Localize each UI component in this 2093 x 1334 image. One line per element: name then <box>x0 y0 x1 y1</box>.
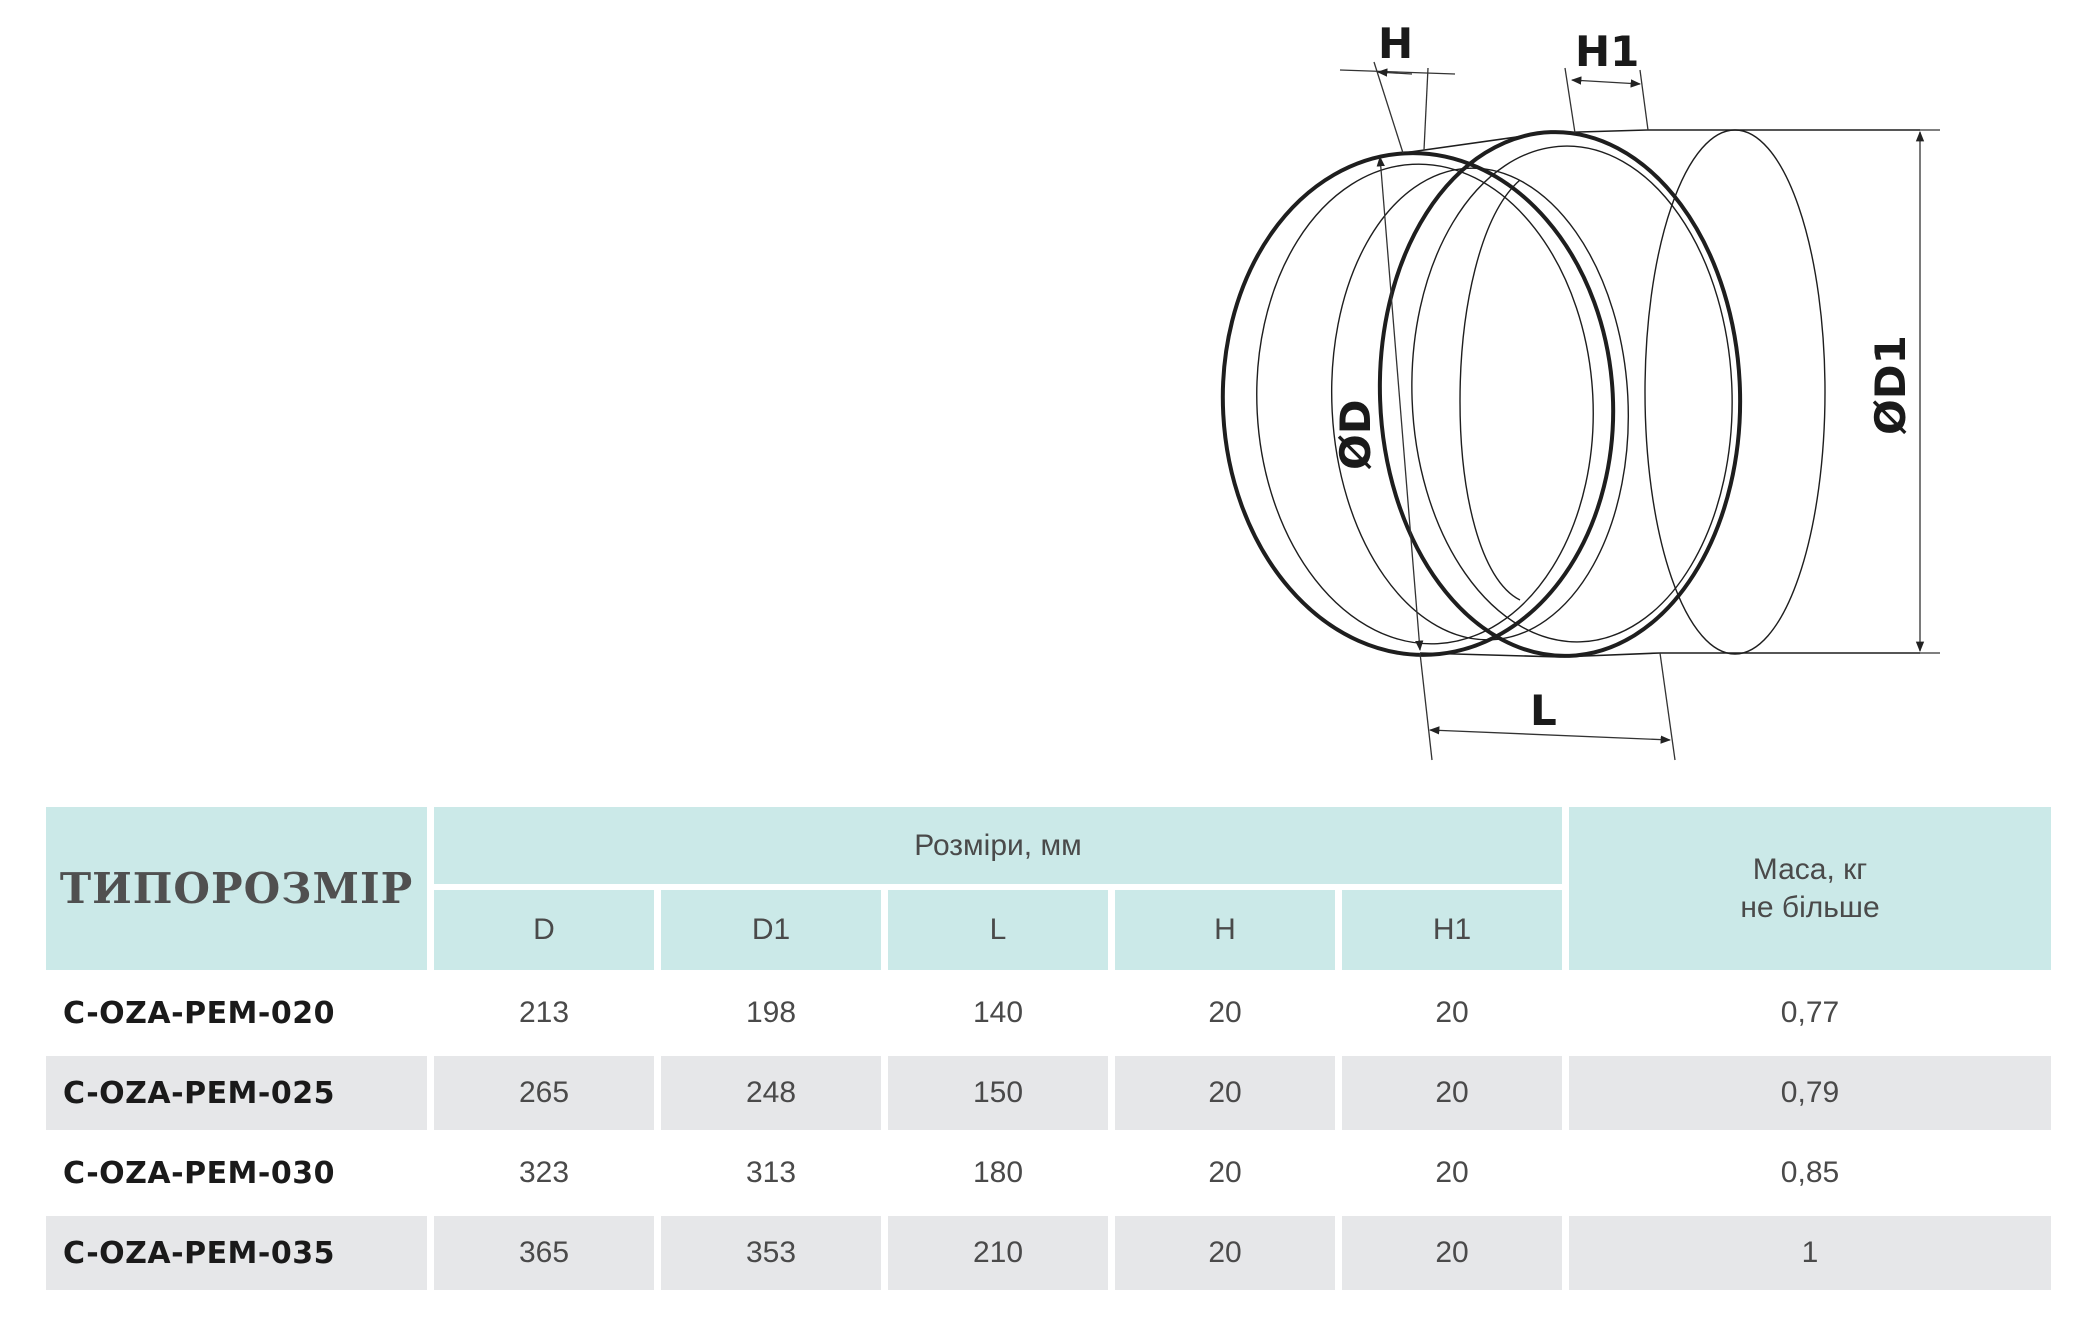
table-row: C-OZA-PEM-035 365 353 210 20 20 1 <box>46 1216 2051 1290</box>
header-mass-line1: Маса, кг <box>1752 852 1868 886</box>
cell-model: C-OZA-PEM-035 <box>46 1216 427 1290</box>
cell-l: 140 <box>972 996 1024 1029</box>
header-col-d1: D1 <box>661 890 881 970</box>
cell-d1: 353 <box>661 1216 881 1290</box>
header-col-d: D <box>434 890 654 970</box>
label-l: L <box>1530 686 1557 735</box>
label-h: H <box>1378 19 1413 68</box>
cell-h: 20 <box>1208 1156 1242 1189</box>
cell-h1: 20 <box>1342 1056 1562 1130</box>
label-h1: H1 <box>1575 27 1639 76</box>
cell-d: 323 <box>518 1156 570 1189</box>
cell-d: 265 <box>434 1056 654 1130</box>
header-col-h: H <box>1115 890 1335 970</box>
cell-h1: 20 <box>1435 996 1469 1029</box>
cell-model: C-OZA-PEM-030 <box>63 1155 335 1191</box>
header-col-h1: H1 <box>1342 890 1562 970</box>
header-mass: Маса, кг не більше <box>1569 807 2051 970</box>
spec-table: ТИПОРОЗМІР Розміри, мм Маса, кг не більш… <box>39 801 2058 1296</box>
cell-h: 20 <box>1115 1216 1335 1290</box>
header-col-l: L <box>888 890 1108 970</box>
cell-d: 365 <box>434 1216 654 1290</box>
label-d1: ØD1 <box>1866 335 1915 435</box>
cell-mass: 1 <box>1569 1216 2051 1290</box>
cell-mass: 0,79 <box>1569 1056 2051 1130</box>
cell-l: 150 <box>888 1056 1108 1130</box>
header-dimensions: Розміри, мм <box>434 807 1562 884</box>
cell-d: 213 <box>518 996 570 1029</box>
cell-l: 210 <box>888 1216 1108 1290</box>
cell-d1: 248 <box>661 1056 881 1130</box>
header-model: ТИПОРОЗМІР <box>46 807 427 970</box>
cell-h: 20 <box>1115 1056 1335 1130</box>
cell-d1: 313 <box>745 1156 797 1189</box>
label-d: ØD <box>1331 399 1380 470</box>
table-row: C-OZA-PEM-030 323 313 180 20 20 0,85 <box>46 1136 2051 1210</box>
cell-h: 20 <box>1208 996 1242 1029</box>
front-rim <box>1220 151 1616 657</box>
cell-h1: 20 <box>1435 1156 1469 1189</box>
table-row: C-OZA-PEM-020 213 198 140 20 20 0,77 <box>46 976 2051 1050</box>
connector-drawing: H H1 ØD ØD1 L <box>1220 19 1940 761</box>
cell-model: C-OZA-PEM-020 <box>63 995 335 1031</box>
cell-h1: 20 <box>1342 1216 1562 1290</box>
cell-model: C-OZA-PEM-025 <box>46 1056 427 1130</box>
cell-mass: 0,85 <box>1780 1156 1840 1189</box>
table-row: C-OZA-PEM-025 265 248 150 20 20 0,79 <box>46 1056 2051 1130</box>
header-mass-line2: не більше <box>1740 890 1880 924</box>
cell-d1: 198 <box>745 996 797 1029</box>
cell-mass: 0,77 <box>1780 996 1840 1029</box>
cell-l: 180 <box>972 1156 1024 1189</box>
